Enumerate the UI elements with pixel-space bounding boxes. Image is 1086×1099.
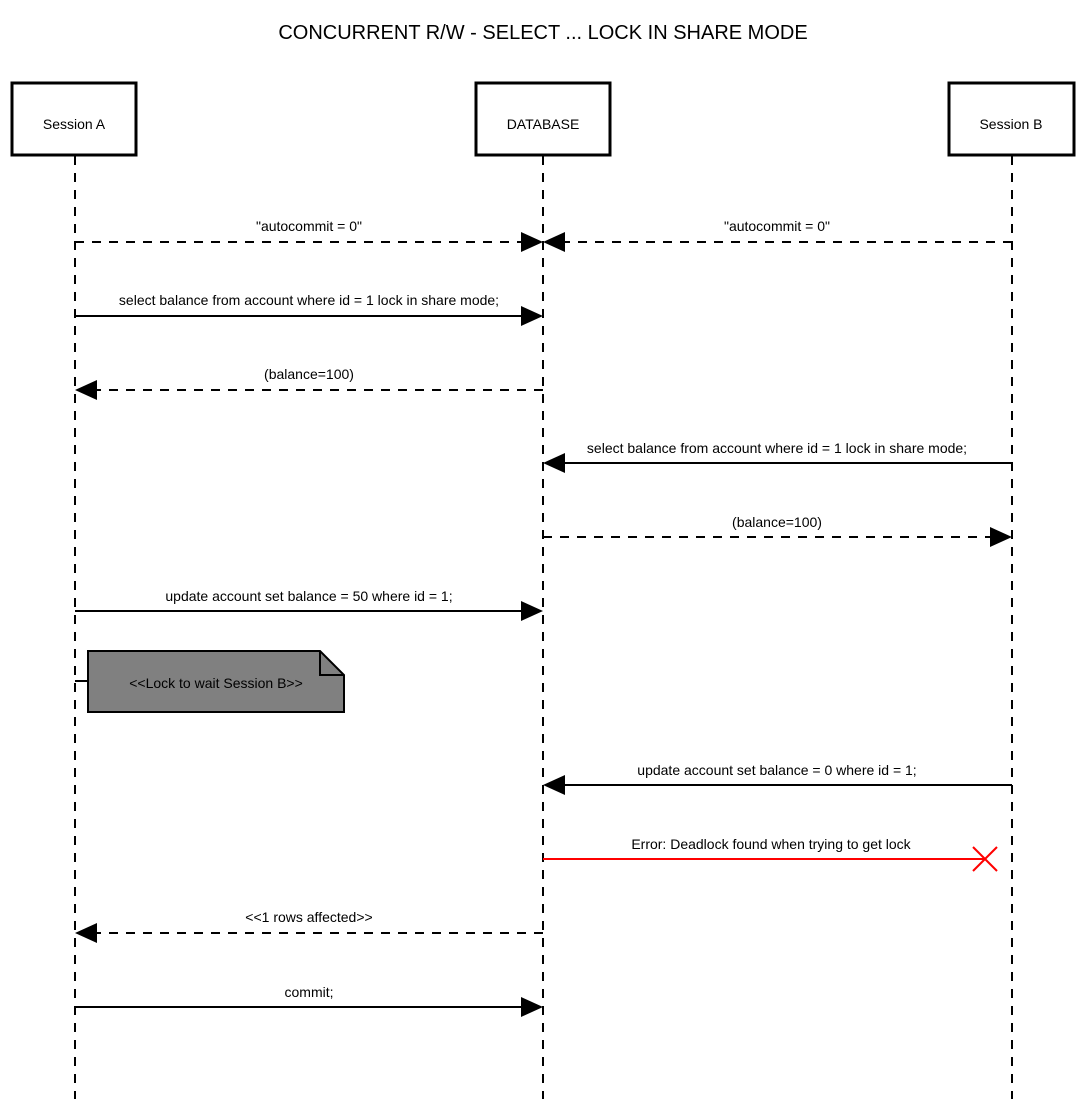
- message-7: update account set balance = 50 where id…: [75, 588, 543, 621]
- message-6-label: (balance=100): [732, 514, 822, 530]
- message-7-label: update account set balance = 50 where id…: [165, 588, 452, 604]
- message-1-label: "autocommit = 0": [256, 218, 362, 234]
- diagram-title: CONCURRENT R/W - SELECT ... LOCK IN SHAR…: [278, 22, 807, 44]
- message-9-label: Error: Deadlock found when trying to get…: [631, 836, 911, 852]
- actor-session-a-label: Session A: [43, 116, 106, 132]
- message-4: (balance=100): [75, 366, 543, 400]
- message-1: "autocommit = 0": [75, 218, 543, 252]
- message-11: commit;: [75, 984, 543, 1017]
- message-10-label: <<1 rows affected>>: [245, 909, 372, 925]
- message-5: select balance from account where id = 1…: [543, 440, 1012, 473]
- actor-session-a: Session A: [10, 81, 138, 157]
- actor-session-b-label: Session B: [979, 116, 1042, 132]
- message-9-error: Error: Deadlock found when trying to get…: [543, 836, 998, 872]
- actor-database: DATABASE: [474, 81, 612, 157]
- message-3: select balance from account where id = 1…: [75, 292, 543, 326]
- message-4-label: (balance=100): [264, 366, 354, 382]
- lock-wait-note-label: <<Lock to wait Session B>>: [129, 675, 303, 691]
- message-6: (balance=100): [543, 514, 1012, 547]
- message-10: <<1 rows affected>>: [75, 909, 543, 943]
- message-2-label: "autocommit = 0": [724, 218, 830, 234]
- message-3-label: select balance from account where id = 1…: [119, 292, 499, 308]
- message-8-label: update account set balance = 0 where id …: [637, 762, 916, 778]
- lock-wait-note: <<Lock to wait Session B>>: [75, 650, 345, 713]
- message-8: update account set balance = 0 where id …: [543, 762, 1012, 795]
- actor-database-label: DATABASE: [507, 116, 580, 132]
- message-5-label: select balance from account where id = 1…: [587, 440, 967, 456]
- message-11-label: commit;: [285, 984, 334, 1000]
- message-2: "autocommit = 0": [543, 218, 1012, 252]
- actor-session-b: Session B: [947, 81, 1076, 157]
